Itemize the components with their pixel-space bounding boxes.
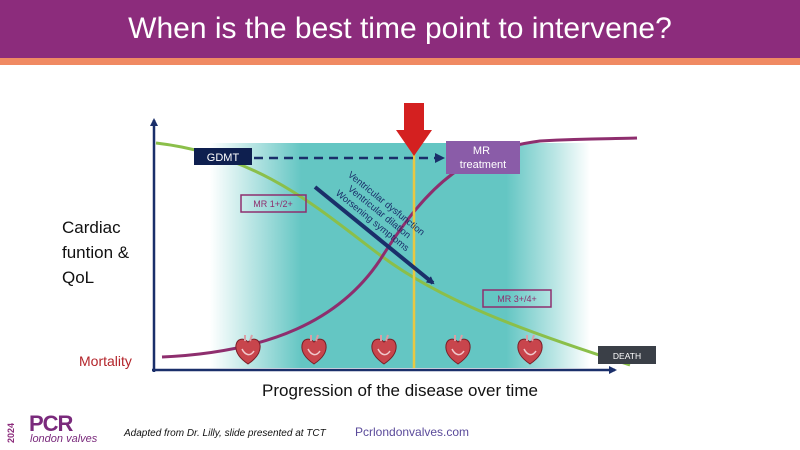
heart-icon [371, 334, 397, 365]
y-label-line-1: Cardiac [62, 218, 121, 237]
mr-early-box [240, 194, 307, 213]
gdmt-box [194, 148, 252, 165]
mortality-curve [161, 136, 638, 359]
pcr-logo: PCR [29, 411, 73, 436]
heart-icon [517, 334, 543, 365]
death-box [598, 346, 656, 364]
heart-icon [301, 334, 327, 365]
mr-late-box [482, 289, 552, 308]
source-citation: Adapted from Dr. Lilly, slide presented … [124, 428, 326, 439]
title-bar [0, 0, 800, 58]
y-label-line-3: QoL [62, 268, 95, 287]
heart-icon [235, 334, 261, 365]
slide-title: When is the best time point to intervene… [128, 12, 672, 45]
intervention-arrow [396, 103, 432, 156]
heart-icon [445, 334, 471, 365]
progression-arrow [313, 185, 435, 285]
mr-treatment-label: MR treatment [460, 145, 506, 171]
heart-icons [235, 334, 543, 365]
x-axis-label: Progression of the disease over time [262, 381, 538, 400]
mr-late-label: MR 3+/4+ [497, 294, 537, 304]
cardiac-function-curve [155, 141, 631, 367]
mortality-label: Mortality [79, 353, 132, 369]
gdmt-label: GDMT [207, 152, 240, 164]
website-link[interactable]: Pcrlondonvalves.com [355, 425, 470, 439]
death-label: DEATH [613, 351, 641, 361]
y-axis-label: Cardiac funtion & QoL [62, 215, 129, 290]
mr-early-label: MR 1+/2+ [253, 199, 293, 209]
logo-year: 2024 [6, 422, 16, 444]
mr-treatment-box [446, 141, 520, 174]
pcr-logo-subtitle: london valves [30, 433, 98, 445]
y-label-line-2: funtion & [62, 243, 130, 262]
title-accent-stripe [0, 58, 800, 65]
